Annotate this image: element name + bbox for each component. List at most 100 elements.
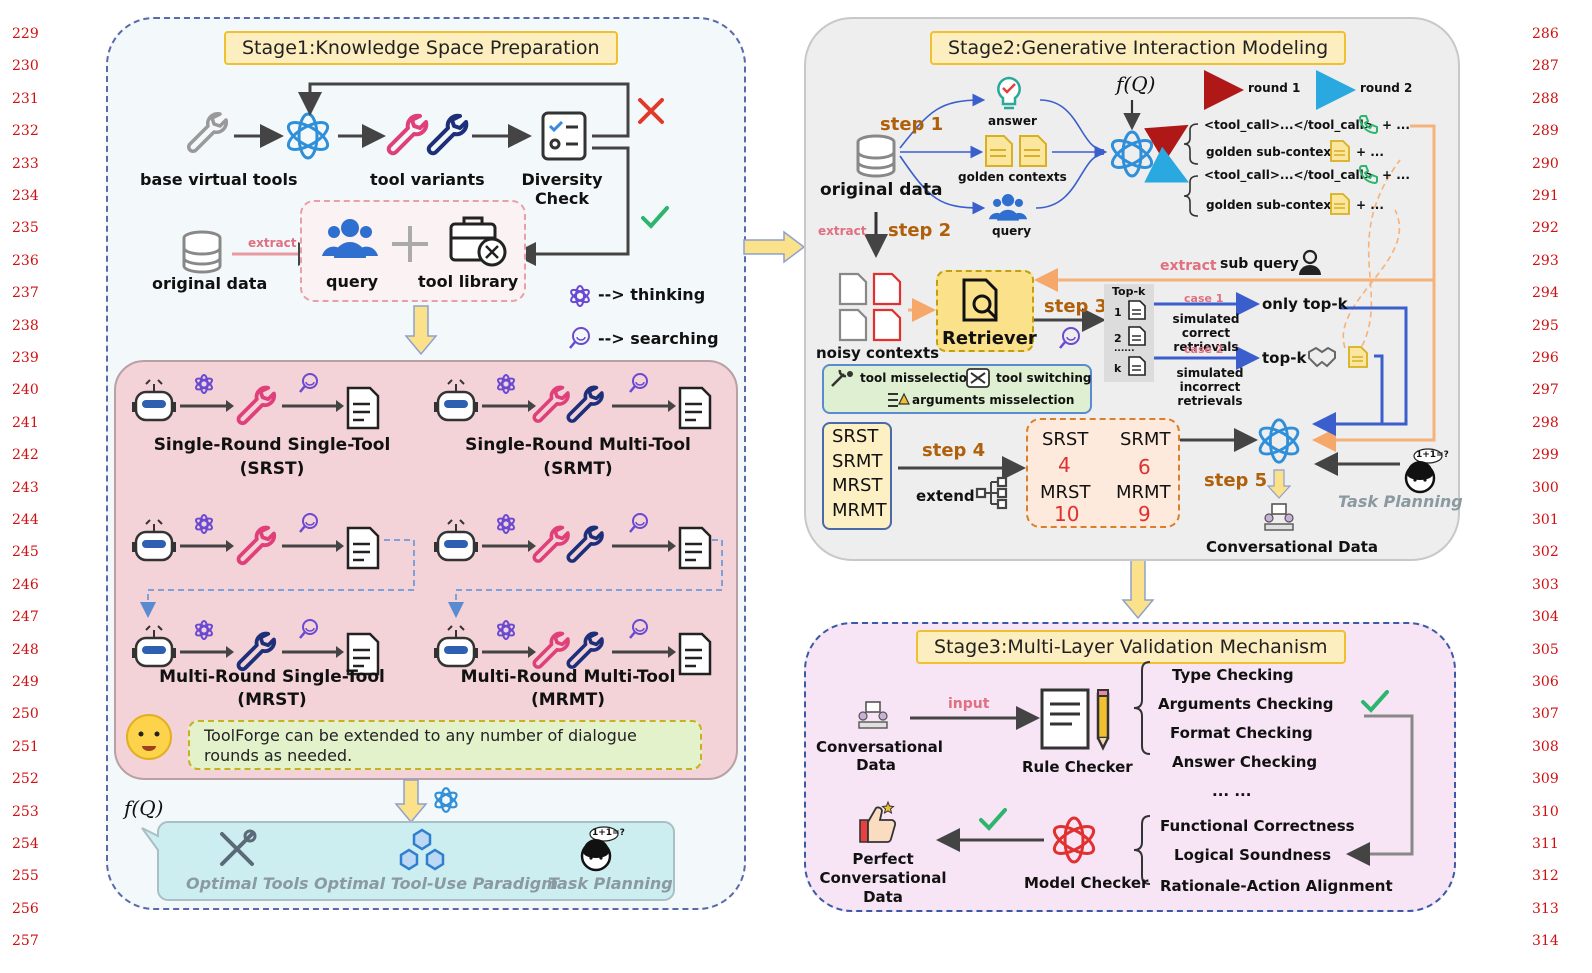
- thinking-icon: [195, 620, 213, 640]
- wrench-icon: [566, 631, 604, 669]
- document-icon: [346, 632, 380, 676]
- face-icon-stage2: [1404, 448, 1443, 494]
- line-number: 296: [1532, 350, 1559, 366]
- conversational-data-label-stage2: Conversational Data: [1206, 538, 1379, 556]
- searching-icon: [569, 327, 590, 349]
- line-number: 239: [12, 350, 39, 366]
- check-icon-stage3b: [979, 808, 1007, 831]
- line-number: 255: [12, 868, 39, 885]
- tool-call-2: <tool_call>...</tool_call>: [1204, 168, 1374, 182]
- golden-docs-icon: [985, 135, 1047, 167]
- searching-icon: [629, 619, 648, 639]
- robot-icon: [132, 625, 176, 668]
- line-number: 314: [1532, 933, 1559, 950]
- mrst-abbr: (MRST): [237, 690, 307, 710]
- down-arrow-2: [394, 779, 428, 824]
- line-number: 246: [12, 576, 39, 593]
- type-item: MRMT: [832, 499, 887, 521]
- line-number: 237: [12, 285, 39, 302]
- sub-query-label: sub query: [1220, 256, 1299, 272]
- line-number: 238: [12, 317, 39, 334]
- database-icon-stage2: [856, 134, 896, 178]
- extract-label-stage2: extract: [818, 224, 867, 238]
- wrench-icon: [566, 525, 604, 563]
- robot-icon: [132, 379, 176, 422]
- database-icon: [182, 230, 222, 274]
- legend-searching: --> searching: [598, 329, 719, 348]
- count-srst-val: 4: [1058, 453, 1071, 477]
- line-number: 302: [1532, 544, 1559, 561]
- meeting-icon-stage3: [858, 701, 888, 729]
- mrmt-abbr: (MRMT): [530, 690, 606, 710]
- thumbs-up-icon: [859, 800, 897, 843]
- line-number: 236: [12, 252, 39, 269]
- case1-label: case 1: [1184, 292, 1224, 305]
- golden-sub-context-2: golden sub-context: [1206, 198, 1337, 212]
- input-label: input: [948, 696, 990, 712]
- srmt-abbr: (SRMT): [543, 459, 613, 479]
- mrmt-title: Multi-Round Multi-Tool: [460, 667, 676, 687]
- line-number: 307: [1532, 706, 1559, 723]
- cross-icon: [638, 98, 664, 124]
- wrench-icon: [236, 631, 277, 672]
- tool-switching-label: tool switching: [996, 371, 1092, 385]
- plus-dots-4: + ...: [1356, 198, 1384, 212]
- line-number: 245: [12, 544, 39, 561]
- line-number: 305: [1532, 641, 1559, 658]
- plus-icon: [392, 226, 428, 262]
- emoji-icon: [126, 714, 172, 760]
- line-number: 287: [1532, 58, 1559, 75]
- line-number: 244: [12, 512, 39, 528]
- tools-crossed-icon: [220, 829, 257, 866]
- thinking-icon: [497, 374, 515, 394]
- step1-label: step 1: [880, 114, 944, 135]
- doc-icon-gold-3: [1348, 346, 1368, 368]
- line-number: 247: [12, 609, 39, 626]
- extract-sub-label: extract: [1160, 258, 1217, 274]
- conversational-data-label-stage3: Conversational Data: [816, 738, 943, 774]
- count-srst-label: SRST: [1042, 429, 1089, 450]
- line-number: 304: [1532, 609, 1559, 626]
- only-topk-label: only top-k: [1262, 295, 1348, 313]
- line-number: 313: [1532, 900, 1559, 917]
- switch-icon: [966, 368, 990, 388]
- step2-label: step 2: [888, 220, 952, 241]
- error-types-box: [822, 364, 1092, 414]
- line-number: 250: [12, 706, 39, 723]
- line-number: 242: [12, 447, 39, 464]
- topk-label: Top-k: [1112, 285, 1146, 298]
- rank2: 2: [1114, 332, 1122, 345]
- count-mrst-label: MRST: [1040, 482, 1091, 503]
- line-number: 241: [12, 414, 39, 431]
- stage3-title: Stage3:Multi-Layer Validation Mechanism: [916, 630, 1346, 664]
- thinking-icon: [570, 285, 590, 307]
- rule-checker-label: Rule Checker: [1022, 758, 1133, 776]
- document-icon: [1128, 300, 1146, 320]
- thinking-icon: [497, 620, 515, 640]
- doc-icon-gold-2: [1330, 193, 1350, 215]
- line-number: 290: [1532, 155, 1559, 172]
- line-number: 230: [12, 58, 39, 75]
- line-number: 286: [1532, 26, 1559, 42]
- openai-icon-stage2b: [1258, 418, 1300, 464]
- golden-sub-context-1: golden sub-context: [1206, 145, 1337, 159]
- plus-dots-2: + ...: [1356, 145, 1384, 159]
- line-number: 298: [1532, 414, 1559, 431]
- case2-label: case 2: [1184, 343, 1224, 356]
- rule-check-item: Type Checking: [1172, 666, 1294, 684]
- rule-check-item: ... ...: [1212, 782, 1252, 800]
- phone-icon-1: [1358, 115, 1378, 135]
- count-mrst-val: 10: [1054, 502, 1080, 526]
- paradigm-flow-row: [434, 619, 712, 676]
- sim-incorrect-label: simulated incorrect retrievals: [1176, 366, 1244, 408]
- person-icon: [1299, 249, 1321, 275]
- arguments-misselection-label: arguments misselection: [912, 393, 1075, 407]
- document-icon: [346, 526, 380, 570]
- note-text: ToolForge can be extended to any number …: [204, 726, 637, 765]
- query-label-stage2: query: [992, 224, 1032, 238]
- srst-title: Single-Round Single-Tool: [153, 435, 391, 455]
- line-number: 252: [12, 771, 39, 788]
